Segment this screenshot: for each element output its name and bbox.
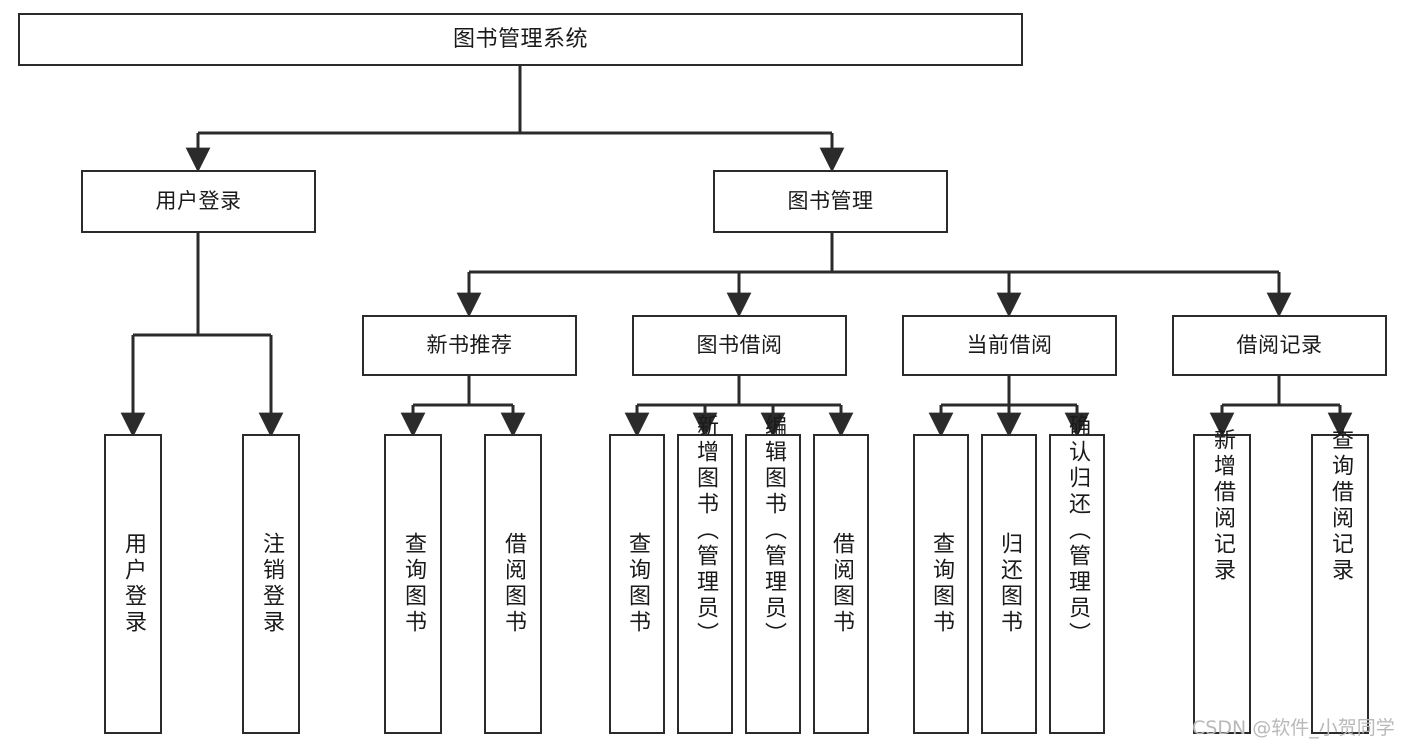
leaf-borrow-book-borrow[interactable]: 借阅图书 [813, 434, 869, 734]
node-label: 新书推荐 [426, 333, 513, 358]
node-current-borrow[interactable]: 当前借阅 [902, 315, 1117, 376]
node-label: 归还图书 [997, 532, 1022, 636]
node-label: 图书管理 [787, 189, 874, 214]
node-root-system[interactable]: 图书管理系统 [18, 13, 1023, 66]
node-label: 查询图书 [625, 532, 650, 636]
leaf-return-book[interactable]: 归还图书 [981, 434, 1037, 734]
node-label: 确认归还（管理员） [1065, 414, 1090, 648]
node-label: 当前借阅 [966, 333, 1053, 358]
node-label: 查询借阅记录 [1328, 428, 1353, 584]
node-label: 新增图书（管理员） [693, 414, 718, 648]
node-book-borrow[interactable]: 图书借阅 [632, 315, 847, 376]
node-label: 图书管理系统 [452, 26, 588, 52]
leaf-edit-book-admin[interactable]: 编辑图书（管理员） [745, 414, 801, 734]
leaf-query-borrow-record[interactable]: 查询借阅记录 [1311, 428, 1369, 734]
node-label: 注销登录 [259, 532, 284, 636]
node-label: 新增借阅记录 [1210, 428, 1235, 584]
leaf-confirm-return-admin[interactable]: 确认归还（管理员） [1049, 414, 1105, 734]
leaf-query-book-current[interactable]: 查询图书 [913, 434, 969, 734]
node-label: 借阅记录 [1236, 333, 1323, 358]
leaf-add-borrow-record[interactable]: 新增借阅记录 [1193, 428, 1251, 734]
node-user-login[interactable]: 用户登录 [81, 170, 316, 233]
leaf-borrow-book-recommend[interactable]: 借阅图书 [484, 434, 542, 734]
node-label: 用户登录 [155, 189, 242, 214]
leaf-add-book-admin[interactable]: 新增图书（管理员） [677, 414, 733, 734]
node-label: 查询图书 [401, 532, 426, 636]
csdn-watermark: CSDN @软件_小贺同学 [1192, 717, 1395, 739]
node-label: 借阅图书 [501, 532, 526, 636]
node-label: 查询图书 [929, 532, 954, 636]
leaf-logout[interactable]: 注销登录 [242, 434, 300, 734]
node-new-book-recommend[interactable]: 新书推荐 [362, 315, 577, 376]
node-label: 用户登录 [121, 532, 146, 636]
node-label: 图书借阅 [696, 333, 783, 358]
node-label: 编辑图书（管理员） [761, 414, 786, 648]
node-borrow-record[interactable]: 借阅记录 [1172, 315, 1387, 376]
node-label: 借阅图书 [829, 532, 854, 636]
leaf-query-book-recommend[interactable]: 查询图书 [384, 434, 442, 734]
leaf-query-book-borrow[interactable]: 查询图书 [609, 434, 665, 734]
leaf-user-login[interactable]: 用户登录 [104, 434, 162, 734]
node-book-management[interactable]: 图书管理 [713, 170, 948, 233]
